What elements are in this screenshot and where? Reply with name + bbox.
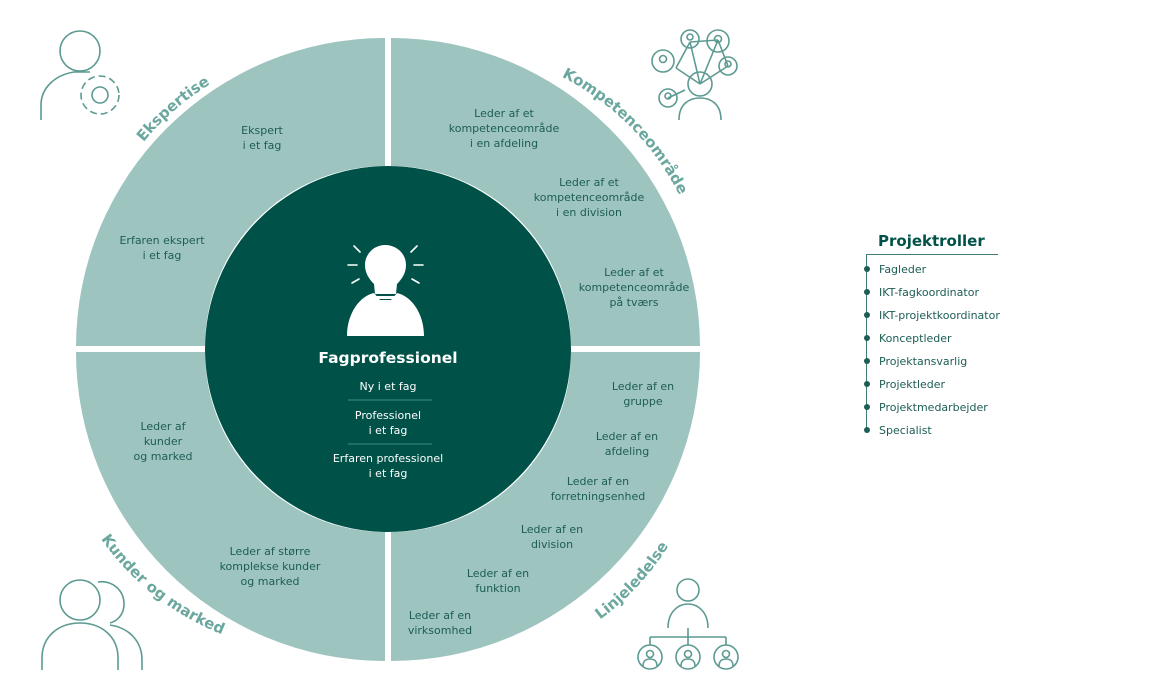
kompetence-item-3-line1: Leder af et — [604, 266, 664, 279]
center-title: Fagprofessionel — [318, 349, 457, 367]
ring-quadrants — [76, 37, 700, 661]
linje-item-4-line1: Leder af en — [521, 523, 583, 536]
kunder-item-2-line1: Leder af større — [230, 545, 311, 558]
lightbulb-person-icon — [347, 245, 424, 336]
linje-item-2-line1: Leder af en — [596, 430, 658, 443]
center-level-3-line2: i et fag — [369, 467, 408, 480]
kompetence-item-2-line2: kompetenceområde — [534, 191, 645, 204]
quadrant-ekspertise — [76, 38, 385, 346]
ekspertise-item-1-line1: Ekspert — [241, 124, 283, 137]
linje-item-5-line2: funktion — [475, 582, 520, 595]
role-label: Projektleder — [879, 378, 946, 391]
role-item: Projektansvarlig — [864, 350, 1000, 373]
bullet-dot-icon — [864, 266, 870, 272]
ekspertise-item-2-line2: i et fag — [143, 249, 182, 262]
role-item: IKT-fagkoordinator — [864, 281, 1000, 304]
center-level-2-line1: Professionel — [355, 409, 421, 422]
kompetence-item-1-line2: kompetenceområde — [449, 122, 560, 135]
projektroller-title: Projektroller — [878, 232, 985, 250]
kunder-item-2-line3: og marked — [241, 575, 300, 588]
role-item: Projektmedarbejder — [864, 396, 1000, 419]
kompetence-item-3-line3: på tværs — [609, 296, 658, 309]
role-label: IKT-projektkoordinator — [879, 309, 1000, 322]
linje-item-1-line2: gruppe — [623, 395, 662, 408]
center-circle — [205, 166, 571, 532]
role-item: Specialist — [864, 419, 1000, 442]
person-gear-icon — [40, 30, 120, 120]
quadrant-linjeledelse — [391, 352, 700, 661]
linje-item-6-line1: Leder af en — [409, 609, 471, 622]
kunder-item-1-line3: og marked — [134, 450, 193, 463]
bullet-dot-icon — [864, 289, 870, 295]
kompetence-item-1-line1: Leder af et — [474, 107, 534, 120]
projektroller-connector — [866, 254, 867, 430]
role-label: Specialist — [879, 424, 932, 437]
role-label: Fagleder — [879, 263, 927, 276]
kunder-item-1-line1: Leder af — [140, 420, 186, 433]
role-label: IKT-fagkoordinator — [879, 286, 979, 299]
bullet-dot-icon — [864, 358, 870, 364]
role-label: Projektmedarbejder — [879, 401, 988, 414]
bullet-dot-icon — [864, 335, 870, 341]
kompetence-item-2-line3: i en division — [556, 206, 622, 219]
kunder-item-1-line2: kunder — [144, 435, 183, 448]
role-item: Projektleder — [864, 373, 1000, 396]
linje-item-3-line2: forretningsenhed — [551, 490, 645, 503]
role-item: IKT-projektkoordinator — [864, 304, 1000, 327]
projektroller-list: Fagleder IKT-fagkoordinator IKT-projektk… — [864, 258, 1000, 442]
org-chart-icon — [637, 578, 739, 670]
projektroller-panel: Projektroller Fagleder IKT-fagkoordinato… — [864, 230, 1044, 437]
linje-item-1-line1: Leder af en — [612, 380, 674, 393]
linje-item-4-line2: division — [531, 538, 573, 551]
bullet-dot-icon — [864, 381, 870, 387]
ekspertise-item-1-line2: i et fag — [243, 139, 282, 152]
kompetence-item-1-line3: i en afdeling — [470, 137, 538, 150]
network-people-icon — [651, 29, 738, 121]
kunder-item-2-line2: komplekse kunder — [220, 560, 321, 573]
linje-item-3-line1: Leder af en — [567, 475, 629, 488]
center-level-2-line2: i et fag — [369, 424, 408, 437]
role-label: Konceptleder — [879, 332, 952, 345]
quadrant-kompetenceomraade — [391, 37, 700, 346]
ekspertise-item-2-line1: Erfaren ekspert — [119, 234, 205, 247]
projektroller-underline — [866, 254, 998, 255]
linje-item-2-line2: afdeling — [605, 445, 649, 458]
kompetence-item-3-line2: kompetenceområde — [579, 281, 690, 294]
center-level-3-line1: Erfaren professionel — [333, 452, 443, 465]
center-level-1: Ny i et fag — [360, 380, 417, 393]
bullet-dot-icon — [864, 312, 870, 318]
linje-item-5-line1: Leder af en — [467, 567, 529, 580]
linje-item-6-line2: virksomhed — [408, 624, 472, 637]
role-item: Konceptleder — [864, 327, 1000, 350]
role-label: Projektansvarlig — [879, 355, 968, 368]
role-item: Fagleder — [864, 258, 1000, 281]
bullet-dot-icon — [864, 404, 870, 410]
quadrant-kunder-og-marked — [76, 352, 385, 661]
kompetence-item-2-line1: Leder af et — [559, 176, 619, 189]
bullet-dot-icon — [864, 427, 870, 433]
two-people-icon — [41, 579, 143, 670]
